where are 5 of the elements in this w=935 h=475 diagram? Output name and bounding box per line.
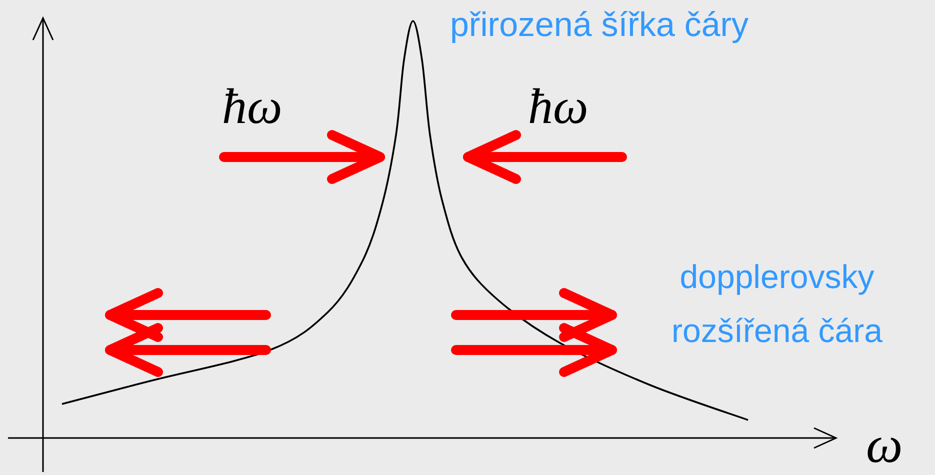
axis-label: ω — [866, 418, 903, 474]
doppler-broadening-label: dopplerovsky rozšířená čára — [670, 257, 884, 351]
photon-energy-label: ħω — [222, 78, 282, 134]
line-width-label: přirozená šířka čáry — [450, 5, 749, 46]
photon-energy-label: ħω — [528, 78, 588, 134]
